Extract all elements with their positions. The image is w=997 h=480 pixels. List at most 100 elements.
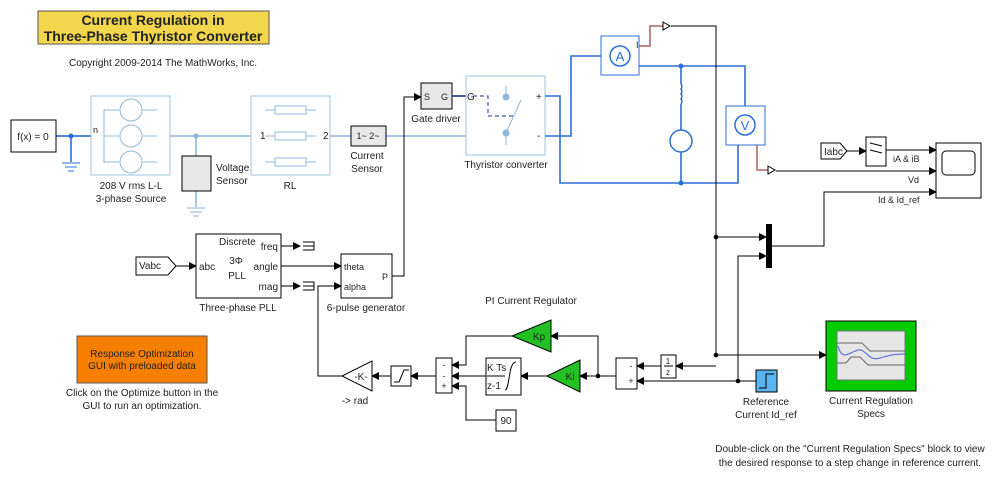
dc-wire-load xyxy=(639,65,746,106)
opt-line2: GUI with preloaded data xyxy=(88,361,196,372)
ground-icon xyxy=(62,162,80,172)
saturation-block[interactable] xyxy=(390,365,412,387)
pg-in-theta: theta xyxy=(344,262,364,272)
pll-in-abc: abc xyxy=(199,262,215,273)
vabc-from-block[interactable]: Vabc xyxy=(135,256,177,276)
ki-text: Ki xyxy=(566,372,575,383)
voltmeter-block[interactable]: V xyxy=(725,105,766,146)
current-sensor-block[interactable]: 1~ 2~ Current Sensor xyxy=(350,125,387,175)
dc-wire-plus xyxy=(545,95,739,184)
thy-port-plus: + xyxy=(536,92,542,103)
solver-config-block[interactable]: f(x) = 0 xyxy=(10,119,57,153)
mux-block[interactable] xyxy=(766,224,772,268)
thyristor-converter-block[interactable]: G + - Thyristor converter xyxy=(464,75,548,171)
pll-label: Three-phase PLL xyxy=(199,303,277,314)
pll-line3: PLL xyxy=(228,271,246,282)
sign: + xyxy=(441,381,446,391)
pi-label: PI Current Regulator xyxy=(485,296,577,307)
selector-block[interactable] xyxy=(865,136,887,167)
title-line1: Current Regulation in xyxy=(81,12,224,28)
int-num: K Ts xyxy=(487,363,506,374)
csensor-label2: Sensor xyxy=(351,164,383,175)
ammeter-block[interactable]: A I xyxy=(600,35,640,76)
sign: - xyxy=(630,361,633,371)
pg-label: 6-pulse generator xyxy=(327,303,406,314)
source-label1: 208 V rms L-L xyxy=(100,181,163,192)
specs-label1: Current Regulation xyxy=(829,396,913,407)
ki-gain-block[interactable]: Ki xyxy=(545,359,581,393)
inductor-icon xyxy=(679,83,683,105)
current-meas-wire xyxy=(639,25,663,47)
csensor-text: 1~ 2~ xyxy=(356,131,379,141)
alpha-signal-line xyxy=(317,282,342,377)
response-optimization-button[interactable]: Response Optimization GUI with preloaded… xyxy=(76,335,208,384)
csensor-label1: Current xyxy=(350,151,384,162)
scope-block[interactable] xyxy=(935,142,982,199)
title-box xyxy=(37,10,270,45)
pll-block[interactable]: Discrete 3Φ PLL abc freq angle mag Three… xyxy=(195,233,282,314)
note-line1: Double-click on the "Current Regulation … xyxy=(715,444,985,455)
opt-caption1: Click on the Optimize button in the xyxy=(66,388,219,399)
pg-in-alpha: alpha xyxy=(344,282,366,292)
junction xyxy=(68,133,74,139)
vsensor-label1: Voltage xyxy=(216,163,250,174)
gd-port-s: S xyxy=(424,92,430,102)
int-den: z-1 xyxy=(487,381,501,392)
vabc-text: Vabc xyxy=(139,261,161,272)
iabc-from-block[interactable]: Iabc xyxy=(820,142,848,160)
dc-source-icon xyxy=(669,129,693,153)
pll-out-angle: angle xyxy=(254,262,279,273)
ground-icon xyxy=(187,207,205,217)
thy-port-g: G xyxy=(467,92,475,103)
signal-line xyxy=(737,252,767,381)
scope-label-iaib: iA & iB xyxy=(893,154,920,164)
pulse-generator-block[interactable]: theta alpha P 6-pulse generator xyxy=(327,253,406,314)
voltage-meas-wire xyxy=(756,145,768,171)
iabc-text: Iabc xyxy=(824,147,843,158)
terminator-icon xyxy=(303,241,315,251)
junction xyxy=(193,133,199,139)
title-line2: Three-Phase Thyristor Converter xyxy=(44,28,263,44)
pll-out-freq: freq xyxy=(261,242,278,253)
voltage-sensor-block[interactable]: Voltage Sensor xyxy=(181,155,250,192)
discrete-integrator-block[interactable]: K Ts z-1 xyxy=(485,357,522,396)
pll-out-mag: mag xyxy=(259,282,278,293)
voltmeter-symbol: V xyxy=(741,118,750,133)
three-phase-source-block[interactable]: n 208 V rms L-L 3-phase Source xyxy=(90,95,171,205)
constant-90-block[interactable]: 90 xyxy=(495,409,517,432)
rl-block[interactable]: 1 2 RL xyxy=(250,95,331,192)
scope-label-vd: Vd xyxy=(908,175,919,185)
sign: - xyxy=(443,360,446,370)
deg-to-rad-gain-block[interactable]: -K- -> rad xyxy=(340,360,373,407)
kp-gain-block[interactable]: Kp xyxy=(510,319,552,353)
pg-out-p: P xyxy=(382,272,388,282)
pulse-signal-line xyxy=(392,93,422,277)
pll-line2: 3Φ xyxy=(229,256,243,267)
ud-den: z xyxy=(666,368,670,377)
reference-step-block[interactable]: Reference Current Id_ref xyxy=(735,369,797,421)
gd-label: Gate driver xyxy=(411,114,461,125)
title-block[interactable]: Current Regulation in Three-Phase Thyris… xyxy=(37,10,270,45)
specs-label2: Specs xyxy=(857,409,885,420)
sum3-block[interactable]: - - + xyxy=(435,357,453,394)
unit-delay-block[interactable]: 1 z xyxy=(660,354,677,379)
current-regulation-specs-block[interactable]: Current Regulation Specs xyxy=(825,320,917,420)
gate-driver-block[interactable]: S G Gate driver xyxy=(411,82,461,125)
vsensor-label2: Sensor xyxy=(216,176,248,187)
sum2-block[interactable]: - + xyxy=(615,357,638,390)
source-label2: 3-phase Source xyxy=(96,194,167,205)
gain-label: -> rad xyxy=(342,396,368,407)
scope-icon xyxy=(941,150,976,176)
terminator-icon xyxy=(303,281,315,291)
pll-line1: Discrete xyxy=(219,237,256,248)
thy-port-minus: - xyxy=(537,131,540,142)
ps-to-simulink-icon xyxy=(767,165,777,175)
const-text: 90 xyxy=(500,416,512,427)
rl-label: RL xyxy=(284,181,297,192)
response-curve-icon xyxy=(837,345,906,360)
kp-text: Kp xyxy=(533,332,546,343)
signal-line xyxy=(451,382,496,421)
note-line2: the desired response to a step change in… xyxy=(719,458,981,469)
sign: + xyxy=(628,376,633,386)
